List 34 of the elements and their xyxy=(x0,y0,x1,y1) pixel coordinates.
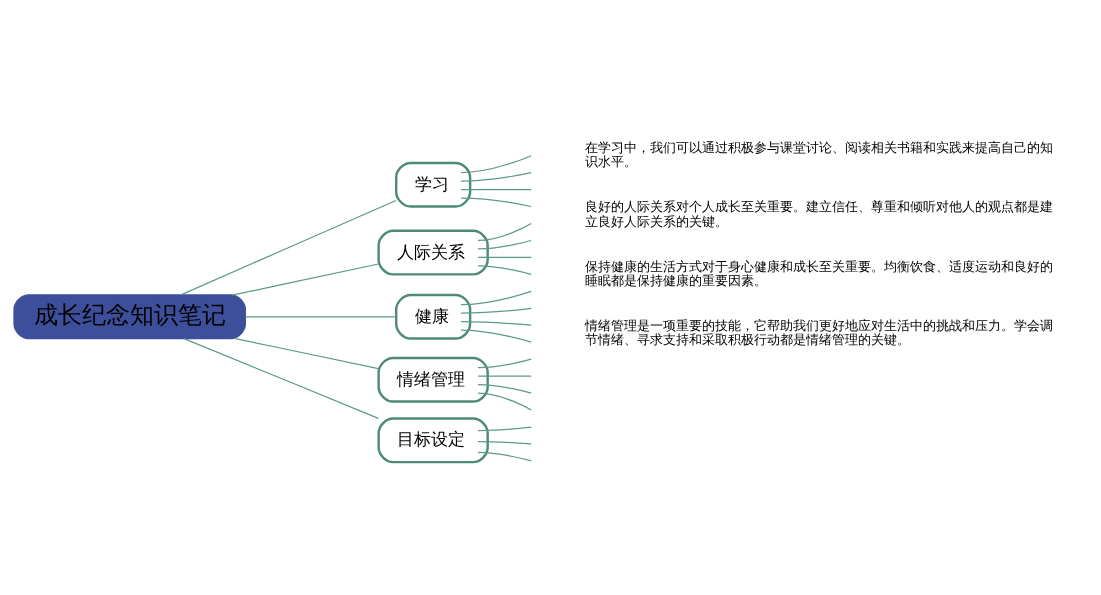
connector xyxy=(477,239,532,250)
connector xyxy=(180,199,397,295)
node-box: 人际关系 xyxy=(377,229,489,276)
connector xyxy=(232,262,380,296)
connector xyxy=(460,320,532,326)
connector xyxy=(477,383,532,394)
connector xyxy=(477,425,532,431)
connector xyxy=(460,290,532,305)
connector xyxy=(477,264,532,275)
connector xyxy=(234,337,379,369)
connector xyxy=(477,440,532,445)
connector xyxy=(183,337,379,419)
connector xyxy=(477,358,532,368)
connector xyxy=(477,375,532,377)
connector xyxy=(477,222,532,241)
connector xyxy=(460,154,532,173)
node-box: 情绪管理 xyxy=(377,356,489,403)
connector xyxy=(477,392,532,411)
connector xyxy=(460,188,532,190)
connector xyxy=(460,307,532,314)
connector xyxy=(460,329,532,343)
connector xyxy=(477,451,532,462)
connector xyxy=(477,256,532,258)
connector xyxy=(244,315,397,317)
node-box: 学习 xyxy=(395,161,472,208)
connector xyxy=(460,171,532,182)
node-box: 成长纪念知识笔记 xyxy=(13,293,246,339)
label: 保持健康的生活方式对于身心健康和成长至关重要。均衡饮食、适度运动和良好的睡眠都是保持健康的重要因素。 xyxy=(585,258,1054,288)
node-box: 健康 xyxy=(395,293,472,340)
connector xyxy=(460,196,532,207)
label: 良好的人际关系对个人成长至关重要。建立信任、尊重和倾听对他人的观点都是建立良好人际关系的关键。 xyxy=(585,198,1054,229)
label: 情绪管理是一项重要的技能，它帮助我们更好地应对生活中的挑战和压力。学会调节情绪、寻求支持和采取积极行动都是情绪管理的关键。 xyxy=(585,317,1054,347)
label: 在学习中，我们可以通过积极参与课堂讨论、阅读相关书籍和实践来提高自己的知识水平。 xyxy=(585,139,1054,169)
node-box: 目标设定 xyxy=(377,416,489,463)
